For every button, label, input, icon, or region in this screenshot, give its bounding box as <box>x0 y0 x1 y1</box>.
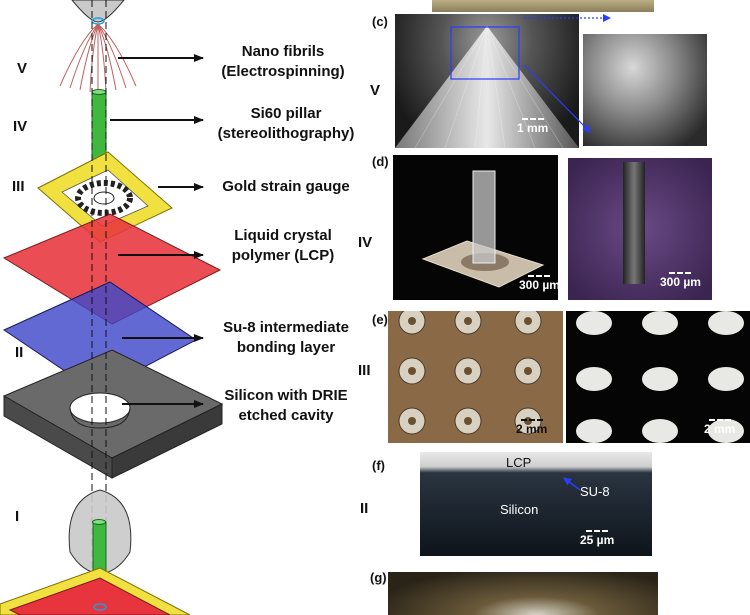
photo-cone: 1 mm <box>395 14 579 148</box>
photo-cavity-array: 2 mm <box>566 311 750 443</box>
panel-d-row: IV <box>358 234 373 251</box>
cone-render <box>395 25 579 148</box>
row-label-i: I <box>15 508 20 525</box>
su8-arrow <box>563 477 581 491</box>
zoom-arrows <box>523 14 611 133</box>
photo-pillar-side: 300 µm <box>568 158 712 300</box>
cross-section-su8-label: SU-8 <box>580 484 610 499</box>
row-label-v: V <box>17 60 28 77</box>
panel-d-scalebar-right: 300 µm <box>660 272 701 289</box>
panel-d-scalebar-left: 300 µm <box>519 275 558 292</box>
photo-assembled-device <box>388 572 658 615</box>
panel-c-letter: (c) <box>372 14 388 29</box>
label-gold-strain-gauge: Gold strain gauge <box>222 178 350 195</box>
assembled-device <box>0 489 191 615</box>
panel-c-scalebar: 1 mm <box>517 118 548 135</box>
panel-e-scalebar-left: 2 mm <box>516 419 547 436</box>
photo-pillar-on-chip: 300 µm <box>393 155 558 300</box>
panel-e-row: III <box>358 362 371 379</box>
nano-fibrils <box>59 23 137 93</box>
label-lcp: Liquid crystal polymer (LCP) <box>231 227 335 264</box>
cross-section-silicon-label: Silicon <box>500 502 539 517</box>
exploded-layer-diagram <box>0 0 224 615</box>
si60-pillar <box>91 89 107 161</box>
gold-strain-gauge <box>37 151 173 243</box>
panel-f-letter: (f) <box>372 458 385 473</box>
pillar-chip-render <box>421 170 545 288</box>
label-si60-pillar: Si60 pillar (stereolithography) <box>217 105 355 142</box>
panel-d-letter: (d) <box>372 154 389 169</box>
panel-f-scalebar: 25 µm <box>580 530 614 547</box>
pillar-side <box>623 162 645 284</box>
panel-g-letter: (g) <box>370 570 387 585</box>
silicon-block <box>2 349 224 479</box>
row-label-ii: II <box>15 344 24 361</box>
panel-f-row: II <box>360 500 369 517</box>
photo-gauge-array: 2 mm <box>388 311 563 443</box>
row-label-iv: IV <box>13 118 28 135</box>
needle-drop-top <box>71 0 125 25</box>
photo-top-strip <box>432 0 654 12</box>
gauge-array-render <box>398 311 542 435</box>
panel-c-row: V <box>370 82 381 99</box>
row-label-iii: III <box>12 178 25 195</box>
label-silicon: Silicon with DRIE etched cavity <box>224 387 348 424</box>
panel-e-letter: (e) <box>372 312 388 327</box>
panel-e-scalebar-right: 2 mm <box>704 419 735 436</box>
photo-cone-zoom <box>583 34 707 146</box>
cavity-array-render <box>576 311 744 443</box>
cross-section-lcp-label: LCP <box>506 455 532 470</box>
label-su8: Su-8 intermediate bonding layer <box>223 319 349 356</box>
label-nano-fibrils: Nano fibrils (Electrospinning) <box>221 43 345 80</box>
photo-cross-section: LCP SU-8 Silicon 25 µm <box>420 452 652 556</box>
